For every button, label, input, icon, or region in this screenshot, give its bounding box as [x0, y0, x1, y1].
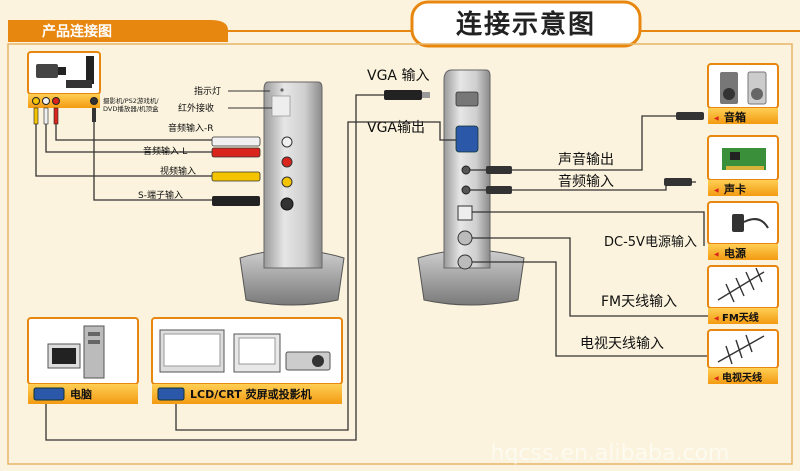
peripheral-label-fm-antenna: FM天线 [722, 311, 759, 324]
computer-box: 电脑 [27, 317, 139, 404]
audio-r-jack-icon [281, 136, 293, 148]
peripheral-speakers: ◀ 音箱 [707, 63, 779, 124]
svg-text:◀: ◀ [714, 187, 719, 194]
display-label: LCD/CRT 荧屏或投影机 [190, 387, 312, 401]
display-vga-port-icon [157, 387, 185, 401]
svideo-jack-icon [280, 197, 294, 211]
source-devices-label-1: 摄影机/PS2游戏机/ [103, 96, 159, 105]
section-label: 产品连接图 [42, 23, 112, 40]
display-box: LCD/CRT 荧屏或投影机 [151, 317, 343, 404]
audio-out-jack-icon [461, 165, 471, 175]
audio-in-jack-icon [461, 185, 471, 195]
label-audio-out: 声音输出 [558, 151, 614, 168]
label-vga-out: VGA输出 [367, 120, 425, 136]
svg-text:◀: ◀ [714, 115, 719, 122]
fm-antenna-jack-icon [457, 230, 473, 246]
power-adapter-icon [732, 214, 744, 232]
vga-out-port-icon [455, 125, 479, 153]
tv-antenna-icon [717, 334, 765, 365]
svg-text:◀: ◀ [714, 315, 719, 322]
label-dc-in: DC-5V电源输入 [604, 234, 697, 250]
peripheral-label-sound-card: 声卡 [723, 182, 746, 196]
fm-antenna-icon [717, 267, 765, 303]
peripheral-tv-antenna: ◀ 电视天线 [707, 329, 779, 384]
peripheral-label-tv-antenna: 电视天线 [722, 371, 762, 384]
ir-window-icon [271, 95, 291, 117]
title-box [410, 0, 642, 48]
left-unit-leaders [228, 90, 272, 109]
dvd-player-icon [66, 80, 92, 88]
label-tv-in: 电视天线输入 [580, 336, 664, 352]
left-tv-box-unit [239, 81, 345, 306]
peripheral-label-power: 电源 [724, 246, 746, 260]
right-unit-plugs [486, 112, 704, 194]
label-audio-in-l: 音频输入-L [143, 145, 187, 157]
right-tv-box-unit [417, 69, 525, 306]
left-unit-plugs [211, 136, 261, 206]
peripheral-sound-card: ◀ 声卡 [707, 135, 779, 196]
source-devices-box [27, 51, 101, 108]
tv-antenna-jack-icon [457, 254, 473, 270]
game-console-icon [86, 56, 94, 84]
pc-tower-icon [83, 325, 105, 379]
section-header-bar [8, 20, 228, 42]
page-title: 连接示意图 [456, 9, 596, 40]
audio-l-jack-icon [281, 156, 293, 168]
peripheral-label-speakers: 音箱 [724, 110, 746, 124]
label-audio-in: 音频输入 [558, 173, 614, 190]
watermark: hqcss.en.alibaba.com [491, 441, 730, 466]
label-video-in: 视频输入 [160, 165, 196, 177]
indicator-led-icon [280, 88, 284, 92]
camcorder-icon [36, 64, 58, 78]
label-svideo-in: S-端子输入 [138, 189, 183, 201]
jack-white-icon [42, 97, 50, 105]
content-frame [7, 43, 793, 465]
label-fm-in: FM天线输入 [601, 294, 677, 310]
jack-red-icon [52, 97, 60, 105]
computer-label: 电脑 [70, 387, 92, 401]
label-vga-in: VGA 输入 [367, 68, 429, 84]
peripheral-fm-antenna: ◀ FM天线 [707, 265, 779, 324]
source-plugs [33, 107, 96, 125]
svg-text:◀: ◀ [714, 251, 719, 258]
vga-in-port-icon [455, 91, 479, 107]
jack-yellow-icon [32, 97, 40, 105]
vga-cables [45, 94, 456, 441]
jack-svideo-icon [90, 97, 98, 105]
vga-in-plug-icon [384, 90, 422, 100]
video-jack-icon [281, 176, 293, 188]
svg-text:◀: ◀ [714, 375, 719, 382]
label-infrared: 红外接收 [178, 102, 214, 114]
dc-jack-icon [457, 205, 473, 221]
label-audio-in-r: 音频输入-R [168, 122, 214, 134]
source-devices-label-2: DVD播放器/机顶盒 [103, 104, 159, 113]
peripheral-power: ◀ 电源 [707, 201, 779, 260]
source-cables [35, 122, 212, 201]
label-indicator: 指示灯 [194, 85, 221, 97]
computer-vga-port-icon [33, 387, 65, 401]
